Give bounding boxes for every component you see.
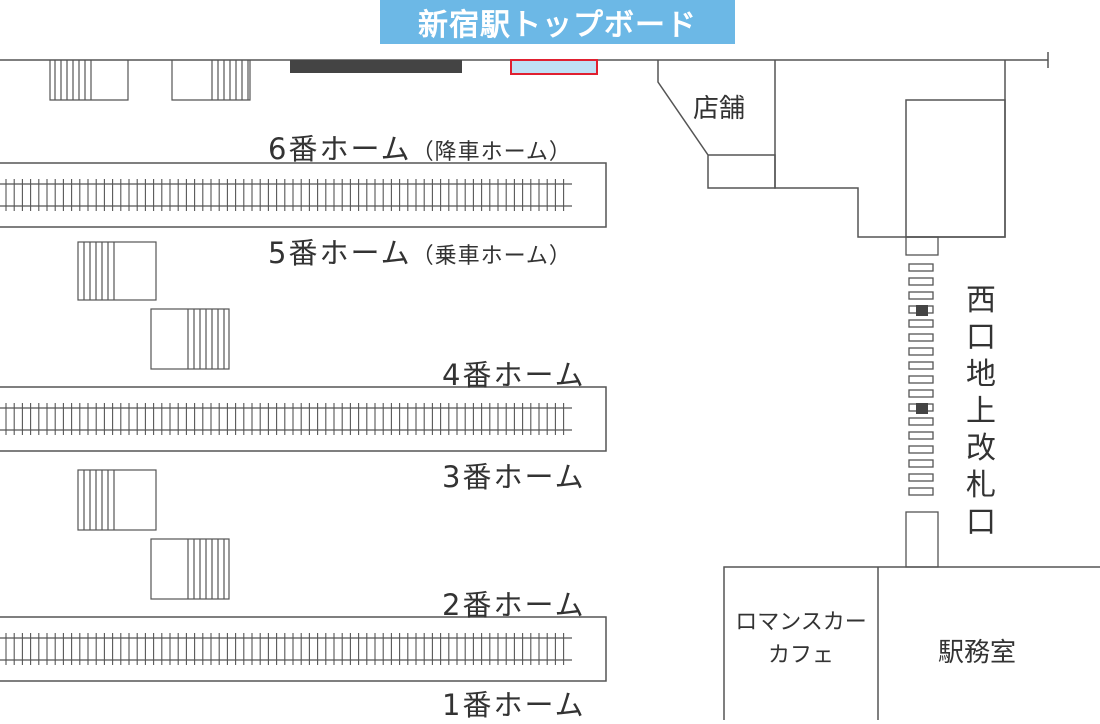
platform-4-3 xyxy=(0,386,607,452)
platform-5-note: （乗車ホーム） xyxy=(411,244,572,269)
romancecar-cafe-label: ロマンスカー カフェ xyxy=(728,606,874,672)
top-stairs-left xyxy=(49,60,129,101)
platform-3-number: 3番ホーム xyxy=(442,460,586,494)
platform-1-number: 1番ホーム xyxy=(442,688,586,722)
platform-2-1 xyxy=(0,616,607,682)
stairs-d xyxy=(150,538,230,600)
station-office-label: 駅務室 xyxy=(938,638,1017,668)
ticket-gate xyxy=(908,347,934,356)
ticket-gate xyxy=(908,263,934,272)
platform-6-label: 6番ホーム（降車ホーム） xyxy=(268,126,572,168)
west-ground-gate-label: 西口地上改札口 xyxy=(966,283,996,540)
platform-4-label: 4番ホーム xyxy=(442,352,586,394)
ticket-gate xyxy=(908,459,934,468)
platform-5-label: 5番ホーム（乗車ホーム） xyxy=(268,230,572,272)
top-stairs-right xyxy=(171,60,251,101)
ticket-gate xyxy=(908,431,934,440)
cafe-line-2: カフェ xyxy=(767,643,834,668)
stairs-b xyxy=(150,308,230,370)
ticket-gate xyxy=(908,277,934,286)
dark-bar xyxy=(290,60,462,73)
gate-marker xyxy=(916,305,928,316)
ticket-gate xyxy=(908,389,934,398)
track-platform-2-1 xyxy=(0,633,572,665)
bottom-rooms xyxy=(723,566,1100,720)
platform-1-label: 1番ホーム xyxy=(442,682,586,724)
ticket-gate xyxy=(908,319,934,328)
gate-corridor xyxy=(905,236,939,568)
platform-3-label: 3番ホーム xyxy=(442,454,586,496)
ticket-gate xyxy=(908,333,934,342)
gate-marker xyxy=(916,403,928,414)
ticket-gate xyxy=(908,487,934,496)
ticket-gate xyxy=(908,445,934,454)
platform-6-number: 6番ホーム xyxy=(268,132,412,166)
shop-outline xyxy=(657,60,1006,238)
shop-label: 店舗 xyxy=(693,94,746,124)
platform-4-number: 4番ホーム xyxy=(442,358,586,392)
track-platform-6-5 xyxy=(0,179,572,211)
platform-6-5 xyxy=(0,162,607,228)
cafe-line-1: ロマンスカー xyxy=(735,610,867,635)
ticket-gate xyxy=(908,473,934,482)
platform-2-number: 2番ホーム xyxy=(442,588,586,622)
track-platform-4-3 xyxy=(0,403,572,435)
platform-6-note: （降車ホーム） xyxy=(411,140,572,165)
ticket-gate xyxy=(908,291,934,300)
platform-2-label: 2番ホーム xyxy=(442,582,586,624)
ticket-gate xyxy=(908,417,934,426)
top-board-location xyxy=(510,59,598,75)
ticket-gate xyxy=(908,361,934,370)
stairs-a xyxy=(77,241,157,301)
page-title: 新宿駅トップボード xyxy=(380,0,735,44)
stairs-c xyxy=(77,469,157,531)
ticket-gate xyxy=(908,375,934,384)
platform-5-number: 5番ホーム xyxy=(268,236,412,270)
